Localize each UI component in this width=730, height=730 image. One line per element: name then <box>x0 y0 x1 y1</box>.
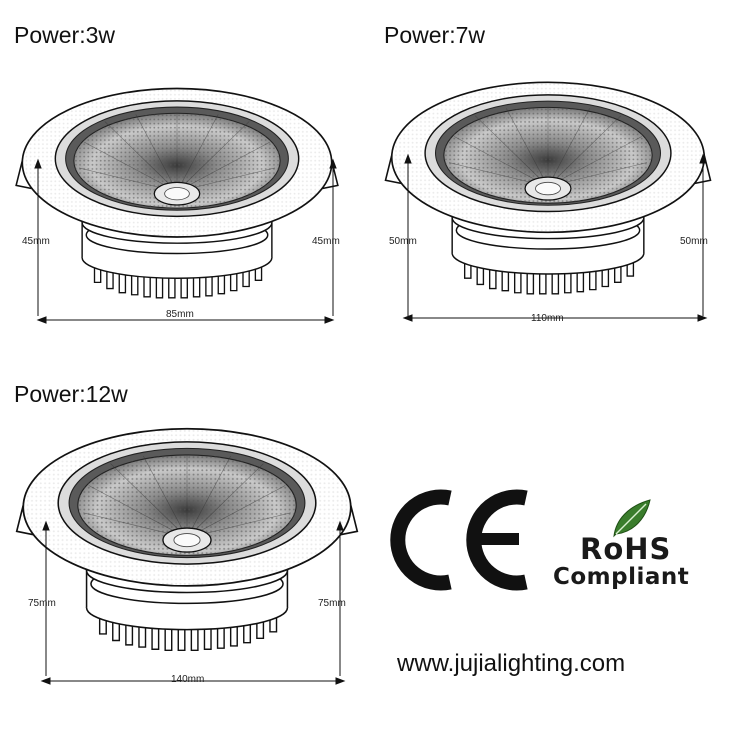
product-title-3w: Power:3w <box>14 22 115 48</box>
website-url: www.jujialighting.com <box>397 650 626 677</box>
height-left-12w: 75mm <box>28 598 56 609</box>
width-12w: 140mm <box>171 674 205 685</box>
product-title-12w: Power:12w <box>14 381 128 407</box>
height-right-3w: 45mm <box>312 236 340 247</box>
width-7w: 110mm <box>531 313 564 324</box>
height-right-12w: 75mm <box>318 598 346 609</box>
height-left-3w: 45mm <box>22 236 50 247</box>
rohs-label: RoHS <box>580 532 672 566</box>
height-left-7w: 50mm <box>389 236 417 247</box>
rohs-leaf-icon <box>613 499 651 538</box>
rohs-compliant-label: Compliant <box>553 564 690 590</box>
ce-mark-logo <box>390 489 528 591</box>
product-title-7w: Power:7w <box>384 22 485 48</box>
height-right-7w: 50mm <box>680 236 708 247</box>
width-3w: 85mm <box>166 309 194 320</box>
